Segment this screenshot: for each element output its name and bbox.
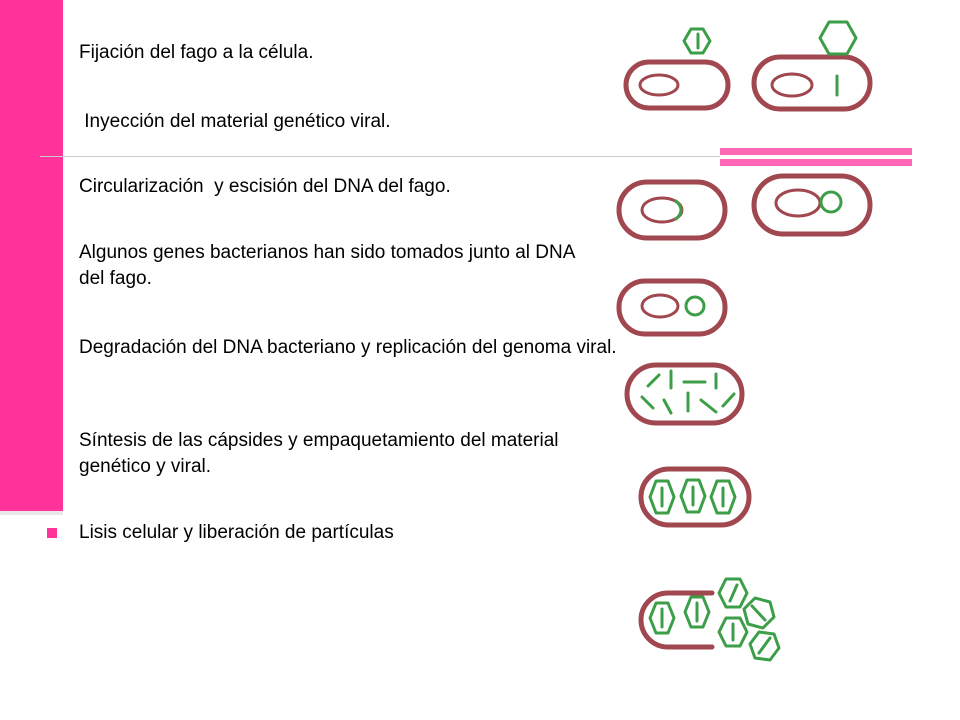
step-text: Algunos genes bacterianos han sido tomad… [79,242,575,289]
bacterial-cell-icon [616,179,728,241]
square-bullet-icon [47,182,57,192]
step-text: Fijación del fago a la célula. [79,42,314,63]
stage-degradation [616,278,728,337]
bacterial-dna-icon [640,293,680,319]
step-text: Síntesis de las cápsides y empaquetamien… [79,430,559,477]
square-bullet-icon [47,248,57,258]
bacterial-cell-icon [624,362,745,426]
hexagon-phage-icon [679,478,707,514]
square-bullet-icon [47,528,57,538]
bacterial-cell-icon [638,466,752,528]
bacterial-cell-icon [751,173,873,237]
hexagon-phage-icon [709,479,737,515]
phage-dna-circle-icon [684,295,706,317]
step-text: Lisis celular y liberación de partículas [79,522,394,543]
hexagon-phage-icon [648,479,676,515]
bacterial-cell-icon [623,59,731,111]
hexagon-phage-icon [682,27,712,55]
bacterial-dna-icon [770,72,814,98]
stage-lysis [638,577,781,662]
step-item-4: Algunos genes bacterianos han sido tomad… [47,240,587,292]
hexagon-phage-icon [683,595,711,629]
square-bullet-icon [47,117,57,127]
stage-assembly [638,466,752,528]
step-text: Inyección del material genético viral. [79,111,391,132]
square-bullet-icon [47,436,57,446]
square-bullet-icon [47,341,57,351]
stage-excision [751,173,873,237]
phage-dna-circle-icon [819,190,843,214]
hexagon-phage-icon [818,20,858,56]
step-item-2: Inyección del material genético viral. [47,109,617,135]
hexagon-phage-icon [717,616,749,648]
step-text: Circularización y escisión del DNA del f… [79,176,451,197]
step-item-5: Degradación del DNA bacteriano y replica… [47,333,627,363]
hexagon-phage-icon [717,577,749,609]
step-item-6: Síntesis de las cápsides y empaquetamien… [47,428,607,480]
bacterial-cell-icon [616,278,728,337]
step-item-7: Lisis celular y liberación de partículas [47,520,617,546]
horizontal-divider [40,156,912,157]
accent-stripe [720,148,912,166]
bacterial-dna-icon [638,73,680,97]
left-accent-bar-shadow [0,511,63,515]
bacterial-dna-icon [774,188,822,218]
stage-replication [624,362,745,426]
stage-attachment [623,27,731,111]
bacterial-cell-icon [751,54,873,112]
step-item-1: Fijación del fago a la célula. [47,40,617,66]
stage-circularization [616,179,728,241]
square-bullet-icon [47,48,57,58]
hexagon-phage-icon [742,596,776,630]
replicated-dna-icon [640,369,736,415]
stage-injection [751,20,873,112]
step-text: Degradación del DNA bacteriano y replica… [79,337,617,358]
step-item-3: Circularización y escisión del DNA del f… [47,174,617,200]
lysed-cell-icon [638,590,715,650]
phage-dna-icon [674,199,683,221]
hexagon-phage-icon [648,601,676,635]
hexagon-phage-icon [748,630,781,662]
